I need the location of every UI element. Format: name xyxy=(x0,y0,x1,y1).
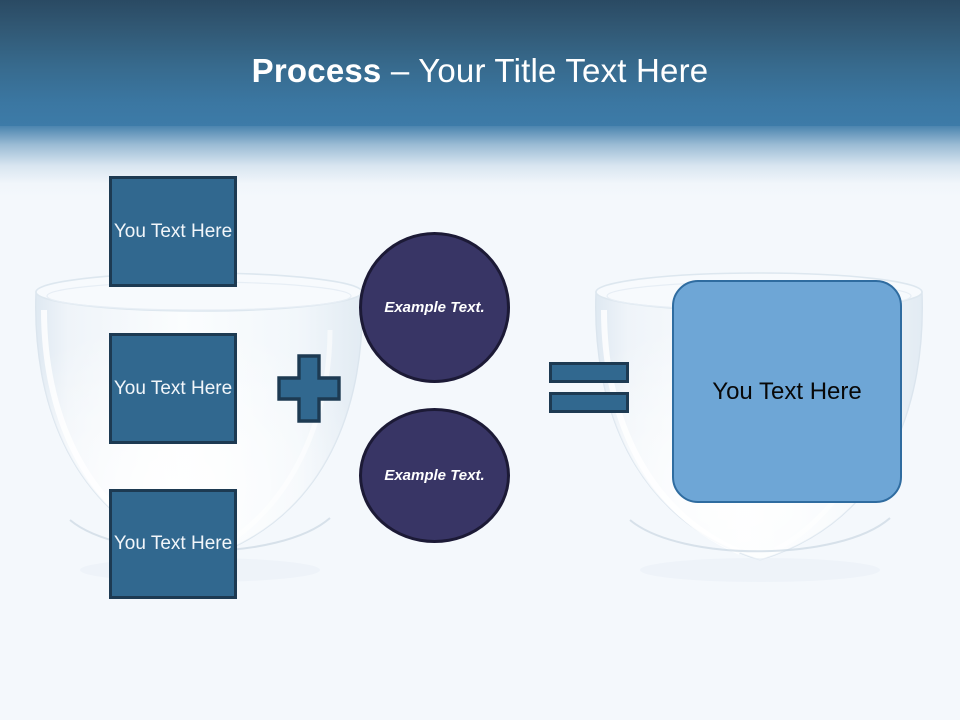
input-box-1-label: You Text Here xyxy=(113,220,233,242)
page-title: Process – Your Title Text Here xyxy=(0,52,960,90)
equals-icon-bar-top xyxy=(549,362,629,383)
plus-operator[interactable] xyxy=(277,354,341,423)
input-box-2-label: You Text Here xyxy=(113,377,233,399)
example-circle-2[interactable]: Example Text. xyxy=(359,408,510,543)
equals-operator[interactable] xyxy=(549,362,629,413)
example-circle-1-label: Example Text. xyxy=(384,298,485,316)
page-title-strong: Process xyxy=(251,52,382,89)
input-box-3[interactable]: You Text Here xyxy=(109,489,237,599)
page-title-light: Your Title Text Here xyxy=(418,52,709,89)
input-box-3-label: You Text Here xyxy=(113,533,233,554)
equals-icon-bar-bottom xyxy=(549,392,629,413)
plus-icon xyxy=(277,354,341,423)
header-band xyxy=(0,0,960,126)
result-box[interactable]: You Text Here xyxy=(672,280,902,503)
example-circle-1[interactable]: Example Text. xyxy=(359,232,510,383)
input-box-1[interactable]: You Text Here xyxy=(109,176,237,287)
result-box-label: You Text Here xyxy=(712,377,862,405)
example-circle-2-label: Example Text. xyxy=(384,466,485,484)
input-box-2[interactable]: You Text Here xyxy=(109,333,237,444)
page-title-dash: – xyxy=(381,52,419,89)
